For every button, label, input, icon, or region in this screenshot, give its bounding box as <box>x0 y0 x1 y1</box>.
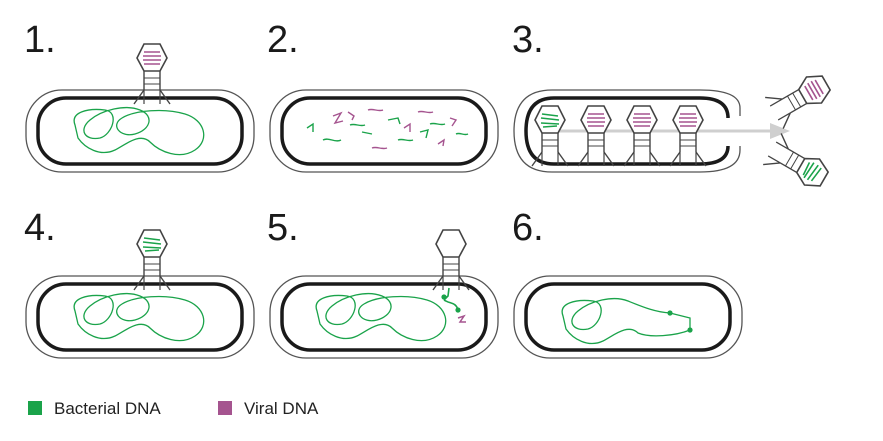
legend-label-viral-dna: Viral DNA <box>244 399 319 418</box>
released-phage <box>764 69 835 130</box>
empty-phage <box>432 229 470 291</box>
panel-1 <box>25 43 255 173</box>
step-number-2: 2. <box>267 19 299 61</box>
bacterial-chromosome <box>73 106 205 156</box>
cell-membrane <box>36 96 244 166</box>
new-phage <box>577 105 615 167</box>
cell-membrane <box>524 282 732 352</box>
panel-2 <box>269 89 499 173</box>
cell-outer-wall <box>269 89 499 173</box>
recombined-chromosome <box>561 297 691 345</box>
cell-outer-wall <box>25 275 255 359</box>
phage-with-bacterial-dna <box>133 229 171 291</box>
cell-outer-wall <box>25 89 255 173</box>
cell-membrane-open <box>524 96 730 166</box>
legend-label-bacterial-dna: Bacterial DNA <box>54 399 161 418</box>
panel-4 <box>25 229 255 359</box>
cell-membrane <box>280 96 488 166</box>
cell-membrane <box>280 282 488 352</box>
panel-5 <box>269 229 499 359</box>
new-phage-with-bacterial-dna <box>531 105 569 167</box>
legend-swatch-viral-dna <box>218 401 232 415</box>
bacteriophage <box>133 43 171 105</box>
panel-3 <box>513 69 835 193</box>
cell-outer-wall-open <box>513 89 741 173</box>
step-number-5: 5. <box>267 207 299 249</box>
cell-outer-wall <box>269 275 499 359</box>
bacterial-chromosome <box>73 292 205 342</box>
fragmented-dna <box>306 108 469 150</box>
legend-swatch-bacterial-dna <box>28 401 42 415</box>
viral-dna-fragment <box>457 314 466 323</box>
released-phage-with-bacterial-dna <box>762 132 833 193</box>
step-number-4: 4. <box>24 207 56 249</box>
cell-outer-wall <box>513 275 743 359</box>
cell-membrane <box>36 282 244 352</box>
injected-bacterial-dna <box>441 287 461 313</box>
bacterial-chromosome <box>315 292 447 342</box>
new-phage <box>669 105 707 167</box>
new-phage <box>623 105 661 167</box>
step-number-6: 6. <box>512 207 544 249</box>
panel-6 <box>513 275 743 359</box>
step-number-1: 1. <box>24 19 56 61</box>
recombination-point <box>687 327 693 333</box>
legend: Bacterial DNA Viral DNA <box>28 399 319 418</box>
step-number-3: 3. <box>512 19 544 61</box>
recombination-point <box>667 310 673 316</box>
